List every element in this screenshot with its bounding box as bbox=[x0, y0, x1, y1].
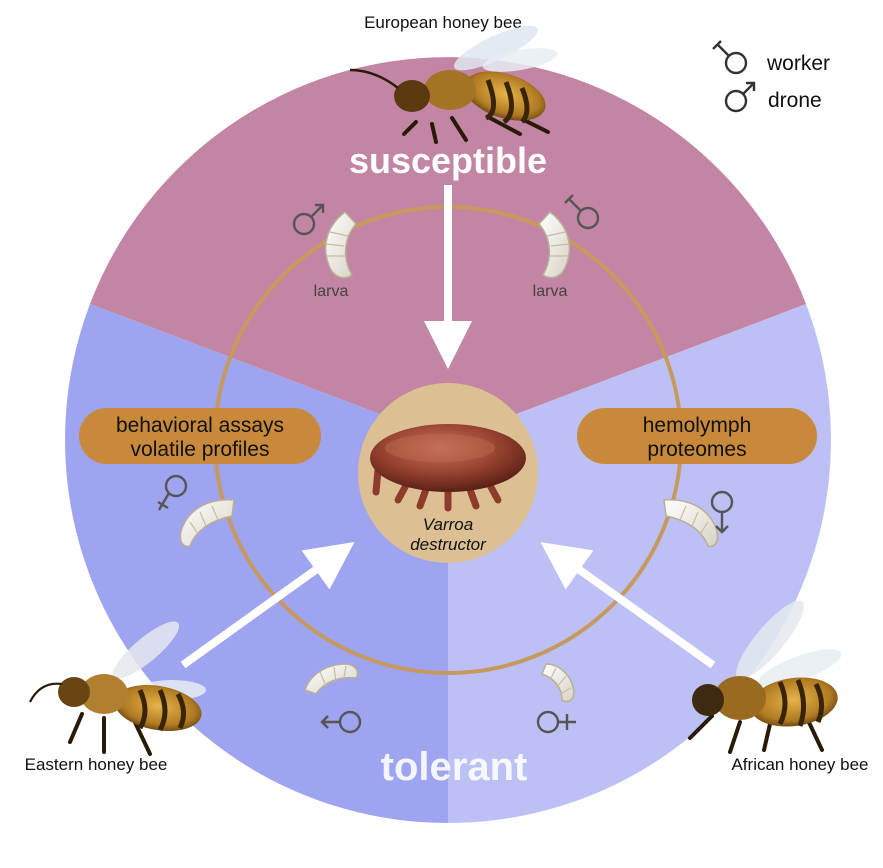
larva-label-left: larva bbox=[314, 283, 349, 300]
legend: worker drone bbox=[713, 41, 830, 112]
mite-name-line2: destructor bbox=[410, 535, 487, 554]
mite-name-line1: Varroa bbox=[423, 515, 473, 534]
behavioral-assays-box: behavioral assays volatile profiles bbox=[79, 408, 321, 464]
legend-drone-label: drone bbox=[768, 89, 822, 112]
african-bee-label: African honey bee bbox=[731, 755, 868, 774]
tolerant-label: tolerant bbox=[381, 745, 528, 789]
hemolymph-proteomes-box: hemolymph proteomes bbox=[577, 408, 817, 464]
varroa-mite-center: Varroa destructor bbox=[358, 383, 538, 563]
hemolymph-line2: proteomes bbox=[647, 438, 746, 461]
larva-label-right: larva bbox=[533, 283, 568, 300]
worker-legend-icon bbox=[713, 41, 746, 73]
susceptible-label: susceptible bbox=[349, 140, 547, 181]
behavioral-assays-line1: behavioral assays bbox=[116, 414, 284, 437]
behavioral-assays-line2: volatile profiles bbox=[131, 438, 270, 461]
hemolymph-line1: hemolymph bbox=[643, 414, 752, 437]
eastern-bee-label: Eastern honey bee bbox=[25, 755, 168, 774]
legend-worker-label: worker bbox=[766, 52, 830, 75]
drone-legend-icon bbox=[726, 83, 754, 111]
european-bee-label: European honey bee bbox=[364, 13, 522, 32]
